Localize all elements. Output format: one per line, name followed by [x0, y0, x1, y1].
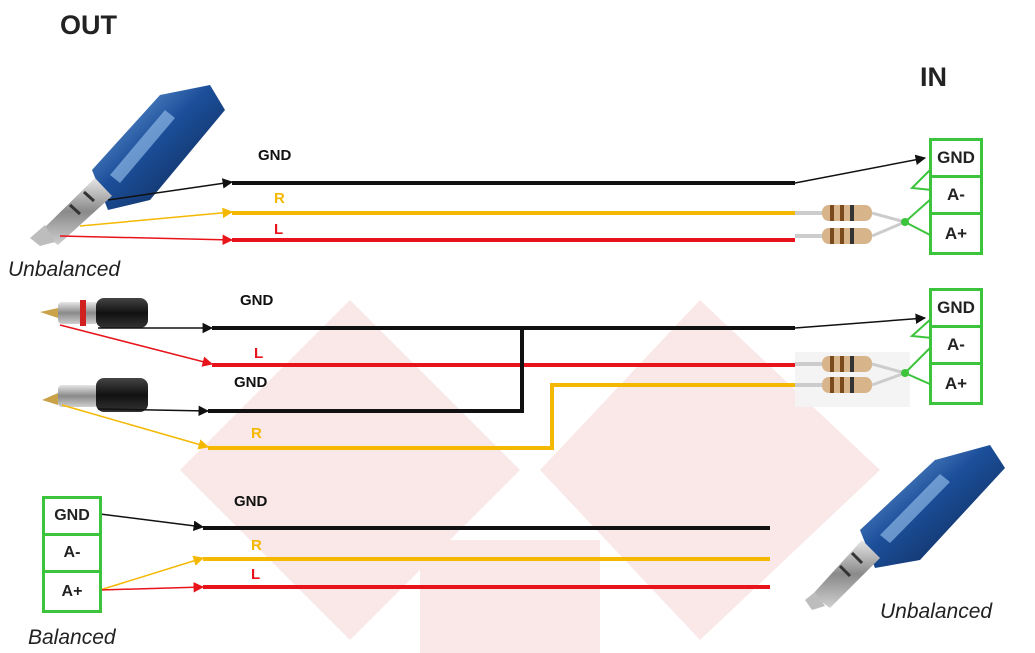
- wire-label-l: L: [254, 345, 264, 362]
- top-jack-plug: [30, 85, 225, 246]
- wire-label-gnd: GND: [234, 493, 268, 510]
- terminal-a-minus: A-: [932, 178, 980, 215]
- wire-label-gnd: GND: [258, 147, 292, 164]
- terminal-a-plus: A+: [944, 223, 968, 243]
- caption-unbalanced-in: Unbalanced: [880, 600, 993, 623]
- in-terminal-block-middle: GND A- A+: [929, 288, 983, 405]
- terminal-a-minus: A-: [45, 536, 99, 573]
- wire-label-gnd: GND: [234, 374, 268, 391]
- out-heading: OUT: [60, 10, 117, 40]
- terminal-gnd: GND: [932, 291, 980, 328]
- caption-balanced-out: Balanced: [28, 626, 116, 649]
- caption-unbalanced-out: Unbalanced: [8, 258, 121, 281]
- in-terminal-block-top: GND A- A+: [929, 138, 983, 255]
- terminal-a-minus: A-: [932, 328, 980, 365]
- wire-label-r: R: [251, 537, 262, 554]
- middle-resistors: [795, 317, 933, 407]
- bottom-jack-plug: [805, 445, 1005, 610]
- top-resistors: [795, 167, 933, 244]
- terminal-gnd: GND: [932, 141, 980, 178]
- terminal-a-plus: A+: [944, 373, 968, 393]
- out-terminal-block-balanced: GND A- A+: [42, 496, 102, 613]
- wire-label-r: R: [274, 190, 285, 207]
- in-heading: IN: [920, 62, 947, 92]
- rca-plug-right: [42, 378, 148, 412]
- wire-label-l: L: [274, 221, 284, 238]
- wire-label-gnd: GND: [240, 292, 274, 309]
- wire-label-r: R: [251, 425, 262, 442]
- watermark-logo: [180, 300, 880, 653]
- rca-plug-left: [40, 298, 148, 328]
- wire-label-l: L: [251, 566, 261, 583]
- terminal-gnd: GND: [45, 499, 99, 536]
- terminal-a-plus: A+: [61, 582, 83, 600]
